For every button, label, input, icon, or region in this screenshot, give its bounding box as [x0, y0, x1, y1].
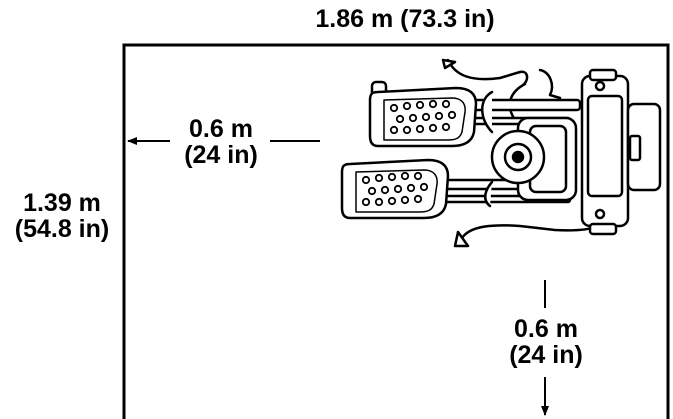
upper-pedal-grip [389, 99, 457, 135]
height-imperial: (54.8 in) [14, 215, 110, 244]
width-dimension-label: 1.86 m (73.3 in) [315, 5, 495, 33]
footprint-boundary [122, 43, 670, 419]
elliptical-trainer-top-view-icon [340, 58, 662, 248]
height-dimension-label: 1.39 m (54.8 in) [0, 190, 124, 243]
rear-clearance-imperial: (24 in) [509, 341, 583, 370]
rear-clearance-label: 0.6 m (24 in) [500, 316, 592, 369]
rear-clearance-metric: 0.6 m [514, 315, 578, 343]
left-clearance-metric: 0.6 m [189, 115, 253, 143]
left-clearance-imperial: (24 in) [184, 141, 258, 170]
left-clearance-label: 0.6 m (24 in) [176, 116, 266, 169]
lower-pedal-grip [361, 171, 429, 207]
height-metric: 1.39 m [23, 189, 101, 217]
